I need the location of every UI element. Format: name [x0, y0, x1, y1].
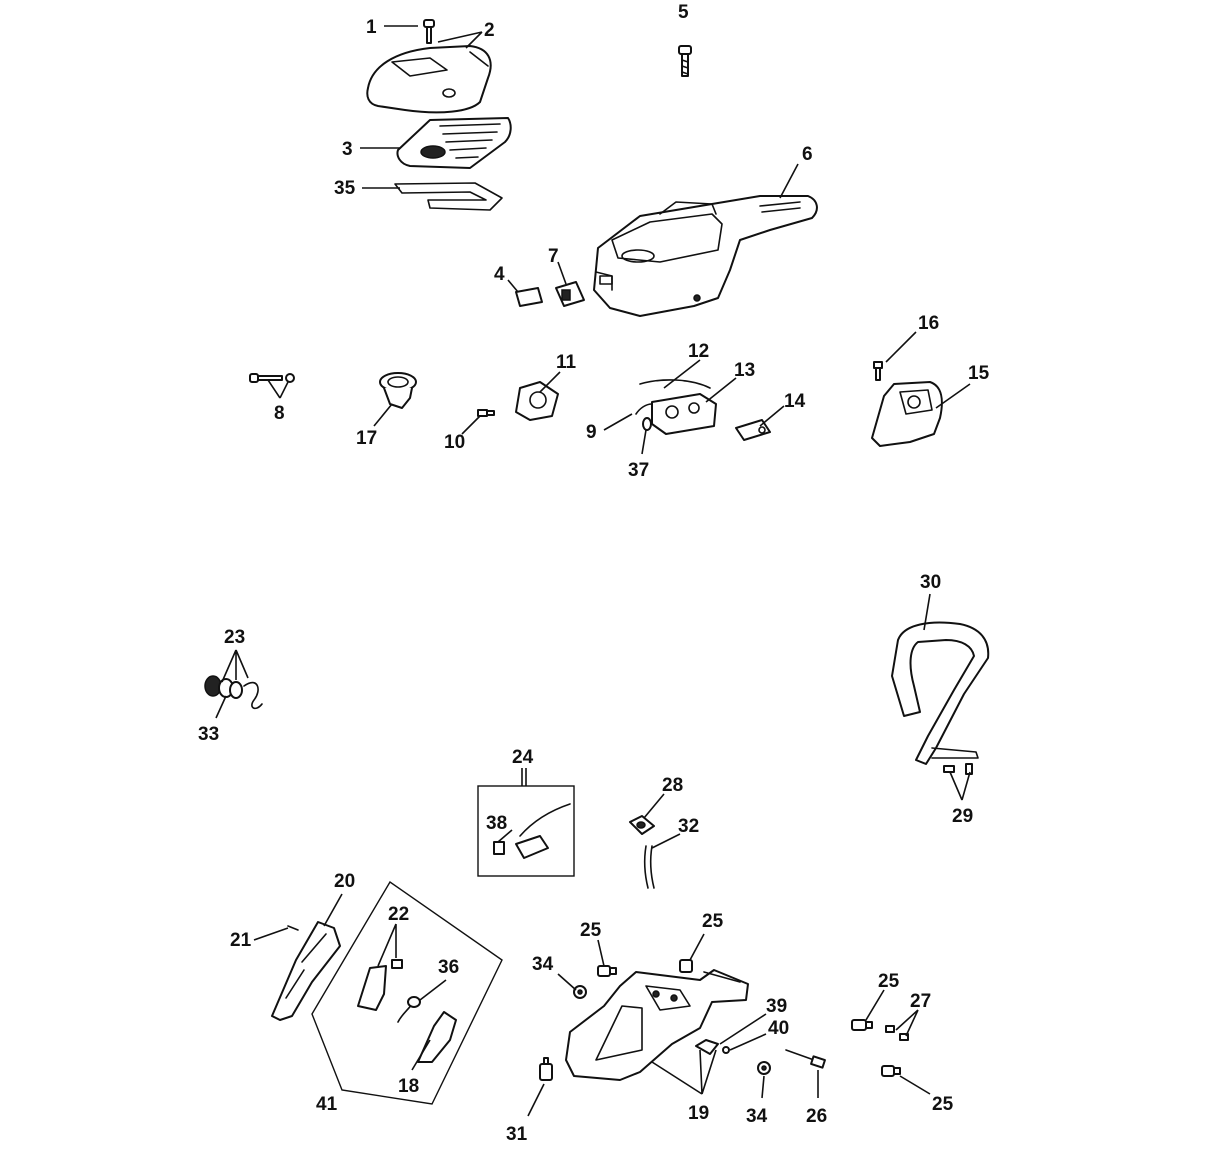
callout-39: 39	[766, 996, 787, 1017]
nut-lower	[757, 1061, 771, 1075]
callout-20: 20	[334, 871, 355, 892]
callout-37: 37	[628, 460, 649, 481]
gasket	[394, 182, 503, 211]
throttle-trigger	[417, 1011, 457, 1063]
callout-14: 14	[784, 391, 806, 412]
trigger-group-frame	[311, 880, 503, 1105]
callout-25a: 25	[580, 920, 602, 941]
callout-2: 2	[484, 20, 495, 41]
callout-1: 1	[366, 17, 377, 38]
long-bolt	[785, 1049, 826, 1069]
grommet	[629, 815, 655, 835]
trigger-lockout	[357, 959, 403, 1011]
av-mount-middle	[679, 959, 693, 973]
callout-32: 32	[678, 816, 699, 837]
callout-12: 12	[688, 341, 709, 362]
small-screw	[477, 409, 495, 417]
fuel-hose	[643, 845, 655, 889]
spring-assembly	[204, 675, 263, 710]
trigger-spring	[397, 996, 421, 1023]
callout-25d: 25	[932, 1094, 954, 1115]
callout-33: 33	[198, 724, 219, 745]
air-filter-cover	[366, 45, 492, 114]
cylinder-cover	[871, 381, 943, 447]
callout-18: 18	[398, 1076, 419, 1097]
top-housing	[593, 195, 818, 317]
callout-41: 41	[316, 1094, 338, 1115]
intake-manifold	[379, 372, 417, 409]
callout-17: 17	[356, 428, 377, 449]
callout-29: 29	[952, 806, 973, 827]
top-screw	[678, 45, 692, 77]
front-handle	[891, 621, 990, 765]
callout-5: 5	[678, 2, 689, 23]
callout-25c: 25	[878, 971, 900, 992]
stop-switch	[555, 281, 585, 307]
callouts: 1 2 3 4 5 6 7 8 9 10 11 12 13 14 15 16 1…	[198, 2, 990, 1145]
callout-34a: 34	[532, 954, 554, 975]
callout-24: 24	[512, 747, 534, 768]
callout-36: 36	[438, 957, 459, 978]
nut-upper	[573, 985, 587, 999]
handle-side-plate	[271, 921, 341, 1021]
bolt	[249, 373, 295, 383]
small-bolt-40	[722, 1046, 730, 1054]
callout-23: 23	[224, 627, 245, 648]
handle-bolts	[943, 763, 973, 775]
callout-8: 8	[274, 403, 285, 424]
callout-35: 35	[334, 178, 356, 199]
throttle-lever	[735, 419, 771, 441]
callout-34b: 34	[746, 1106, 768, 1127]
callout-25b: 25	[702, 911, 724, 932]
bracket	[695, 1039, 719, 1055]
buffer	[539, 1057, 553, 1081]
callout-9: 9	[586, 422, 597, 443]
callout-40: 40	[768, 1018, 789, 1039]
carburetor	[635, 379, 717, 435]
callout-16: 16	[918, 313, 939, 334]
callout-22: 22	[388, 904, 409, 925]
callout-7: 7	[548, 246, 559, 267]
callout-11: 11	[556, 352, 577, 373]
air-filter	[396, 117, 512, 169]
leader-lines	[215, 25, 971, 1117]
pin	[287, 925, 299, 931]
callout-28: 28	[662, 775, 683, 796]
callout-19: 19	[688, 1103, 709, 1124]
callout-21: 21	[230, 930, 252, 951]
screws-27	[885, 1025, 909, 1041]
callout-13: 13	[734, 360, 755, 381]
callout-27: 27	[910, 991, 931, 1012]
callout-38: 38	[486, 813, 507, 834]
callout-30: 30	[920, 572, 941, 593]
rear-handle-housing	[565, 969, 749, 1081]
callout-15: 15	[968, 363, 990, 384]
kit-box	[477, 785, 575, 877]
cover-bolt	[873, 361, 883, 381]
callout-31: 31	[506, 1124, 528, 1145]
callout-3: 3	[342, 139, 353, 160]
av-mount-lower	[881, 1065, 901, 1077]
callout-4: 4	[494, 264, 505, 285]
carburetor-flange	[515, 381, 559, 421]
callout-26: 26	[806, 1106, 827, 1127]
cover-screw	[423, 19, 435, 44]
av-mount-right	[851, 1019, 873, 1031]
av-mount-upper	[597, 965, 617, 977]
switch-cover	[515, 287, 543, 307]
callout-10: 10	[444, 432, 465, 453]
callout-6: 6	[802, 144, 813, 165]
